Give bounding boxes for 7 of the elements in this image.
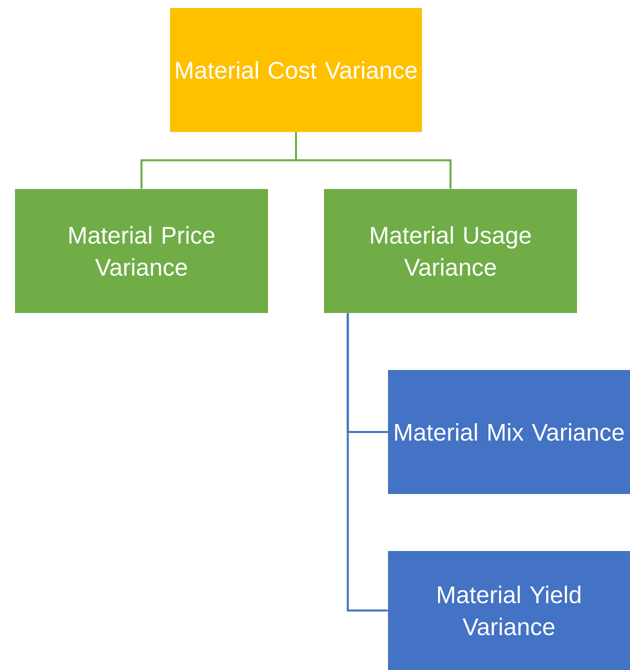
process-box: Material Yield Variance xyxy=(388,551,630,670)
process-box: Material Price Variance xyxy=(15,189,268,313)
process-box: Material Mix Variance xyxy=(388,370,630,494)
process-box: Material Cost Variance xyxy=(170,8,422,132)
process-box: Material Usage Variance xyxy=(324,189,577,313)
connector-line xyxy=(346,313,388,612)
connector-line xyxy=(295,132,452,189)
